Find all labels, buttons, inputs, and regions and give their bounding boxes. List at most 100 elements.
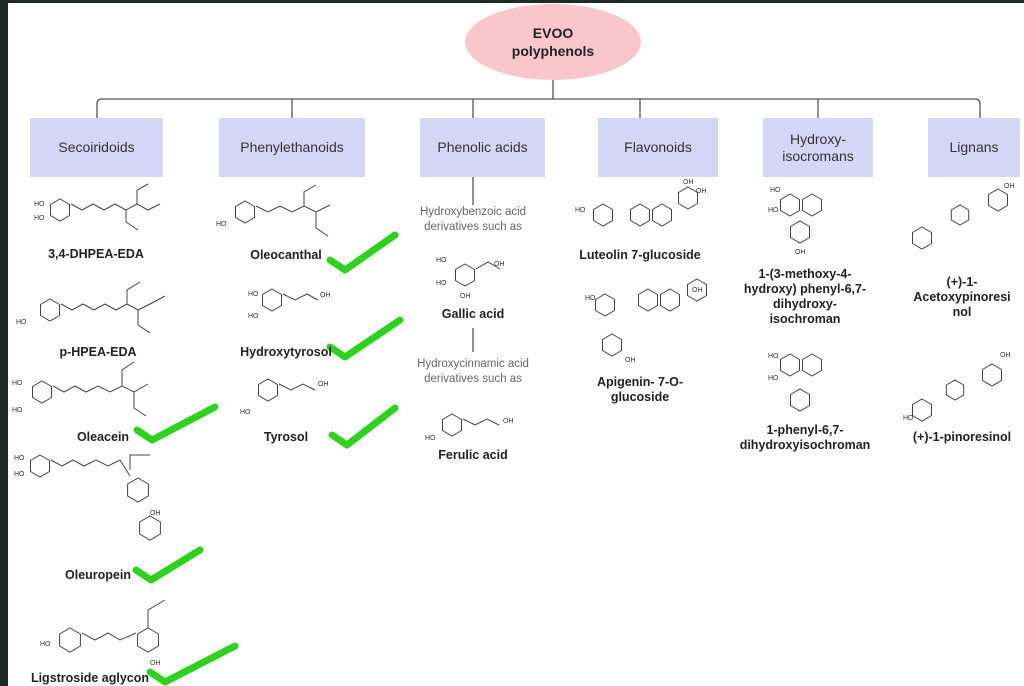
atom-label: HO xyxy=(768,207,779,214)
category-hydroxy-isocromans: Hydroxy- isocromans xyxy=(763,118,873,177)
green-checkmark-icon xyxy=(133,403,219,444)
atom-label: HO xyxy=(12,380,23,387)
atom-label: OH xyxy=(150,510,161,517)
atom-label: OH xyxy=(692,287,703,294)
ring-bond xyxy=(59,627,81,653)
atom-label: HO xyxy=(240,409,251,416)
root-line-2: polyphenols xyxy=(511,43,595,59)
category-label: Phenylethanoids xyxy=(240,139,344,155)
atom-label: OH xyxy=(683,179,694,186)
ring-bond xyxy=(455,263,475,287)
atom-label: OH xyxy=(696,188,707,195)
atom-label: OH xyxy=(460,293,471,300)
root-node-label: EVOO polyphenols xyxy=(465,24,641,60)
ring-bond xyxy=(258,378,278,402)
chain-bond xyxy=(475,261,501,270)
compound-hydroxytyrosol: Hydroxytyrosol xyxy=(240,345,332,359)
chain-bond xyxy=(126,281,141,304)
compound-acetoxypinoresinol: (+)-1- Acetoxypinoresi nol xyxy=(913,275,1011,319)
ring-bond xyxy=(127,477,149,503)
atom-label: HO xyxy=(425,435,436,442)
ring-bond xyxy=(630,203,650,227)
ring-bond xyxy=(652,203,672,227)
atom-label: OH xyxy=(494,261,505,268)
atom-label: HO xyxy=(575,207,586,214)
compound-methoxy-hydroxy-phenyl-isochroman: 1-(3-methoxy-4- hydroxy) phenyl-6,7- dih… xyxy=(743,267,867,326)
green-checkmark-icon xyxy=(326,231,399,274)
chain-bond xyxy=(136,183,149,204)
atom-label: HO xyxy=(436,280,447,287)
atom-label: HO xyxy=(34,215,45,222)
atom-label: HO xyxy=(14,455,25,462)
note-hydroxycinnamic: Hydroxycinnamic acid derivatives such as xyxy=(417,358,529,385)
ring-bond xyxy=(802,193,822,217)
chain-bond xyxy=(70,203,161,211)
atom-label: HO xyxy=(216,221,227,228)
chain-bond xyxy=(147,599,166,628)
ring-bond xyxy=(32,380,52,404)
atom-label: HO xyxy=(16,319,27,326)
ring-bond xyxy=(442,413,462,437)
ring-bond xyxy=(678,186,698,210)
atom-label: OH xyxy=(1004,183,1015,190)
ring-bond xyxy=(660,288,680,312)
chain-bond xyxy=(282,293,319,301)
category-label: Phenolic acids xyxy=(437,139,528,155)
atom-label: HO xyxy=(903,415,914,422)
ring-bond xyxy=(602,333,622,357)
note-hydroxybenzoic: Hydroxybenzoic acid derivatives such as xyxy=(419,206,527,233)
atom-label: HO xyxy=(248,313,259,320)
ring-bond xyxy=(945,379,965,401)
green-checkmark-icon xyxy=(326,316,404,361)
root-line-1: EVOO xyxy=(532,25,574,41)
compound-luteolin-7-glucoside: Luteolin 7-glucoside xyxy=(579,248,701,262)
green-checkmark-icon xyxy=(328,404,399,449)
compound-ferulic-acid: Ferulic acid xyxy=(438,448,508,462)
category-flavonoids: Flavonoids xyxy=(598,118,718,177)
ring-bond xyxy=(790,388,810,412)
category-label: Hydroxy- isocromans xyxy=(782,130,854,164)
ring-bond xyxy=(137,627,159,653)
compound-tyrosol: Tyrosol xyxy=(263,430,309,444)
atom-label: HO xyxy=(12,407,23,414)
ring-bond xyxy=(638,288,658,312)
chain-bond xyxy=(303,184,317,206)
atom-label: OH xyxy=(795,249,806,256)
ring-bond xyxy=(593,203,613,227)
category-phenolic-acids: Phenolic acids xyxy=(420,118,545,177)
ring-bond xyxy=(139,515,161,541)
compound-oleuropein: Oleuropein xyxy=(65,568,131,582)
atom-label: HO xyxy=(768,375,779,382)
category-secoiridoids: Secoiridoids xyxy=(30,118,163,177)
ring-bond xyxy=(40,298,60,322)
chain-bond xyxy=(255,204,331,213)
ring-bond xyxy=(950,204,970,226)
ring-bond xyxy=(595,293,615,317)
atom-label: OH xyxy=(503,418,514,425)
ring-bond xyxy=(912,226,932,250)
atom-label: HO xyxy=(585,295,596,302)
atom-label: OH xyxy=(150,660,161,667)
category-lignans: Lignans xyxy=(928,118,1020,177)
chain-bond xyxy=(52,383,149,393)
ring-bond xyxy=(982,363,1002,387)
chain-bond xyxy=(60,295,166,311)
compound-pinoresinol: (+)-1-pinoresinol xyxy=(912,430,1012,444)
atom-label: OH xyxy=(320,292,331,299)
chain-bond xyxy=(50,459,131,477)
compound-p-hpea-eda: p-HPEA-EDA xyxy=(59,345,137,359)
ring-bond xyxy=(780,193,800,217)
atom-label: HO xyxy=(14,471,25,478)
chain-bond xyxy=(81,632,137,641)
atom-label: HO xyxy=(40,641,51,648)
ring-bond xyxy=(988,188,1008,212)
chain-bond xyxy=(462,418,500,426)
compound-oleacein: Oleacein xyxy=(76,430,130,444)
ring-bond xyxy=(912,398,932,422)
atom-label: OH xyxy=(1000,352,1011,359)
atom-label: HO xyxy=(248,291,259,298)
category-label: Secoiridoids xyxy=(58,139,135,155)
compound-ligstroside-aglycon: Ligstroside aglycon xyxy=(30,671,150,685)
atom-label: OH xyxy=(625,357,636,364)
